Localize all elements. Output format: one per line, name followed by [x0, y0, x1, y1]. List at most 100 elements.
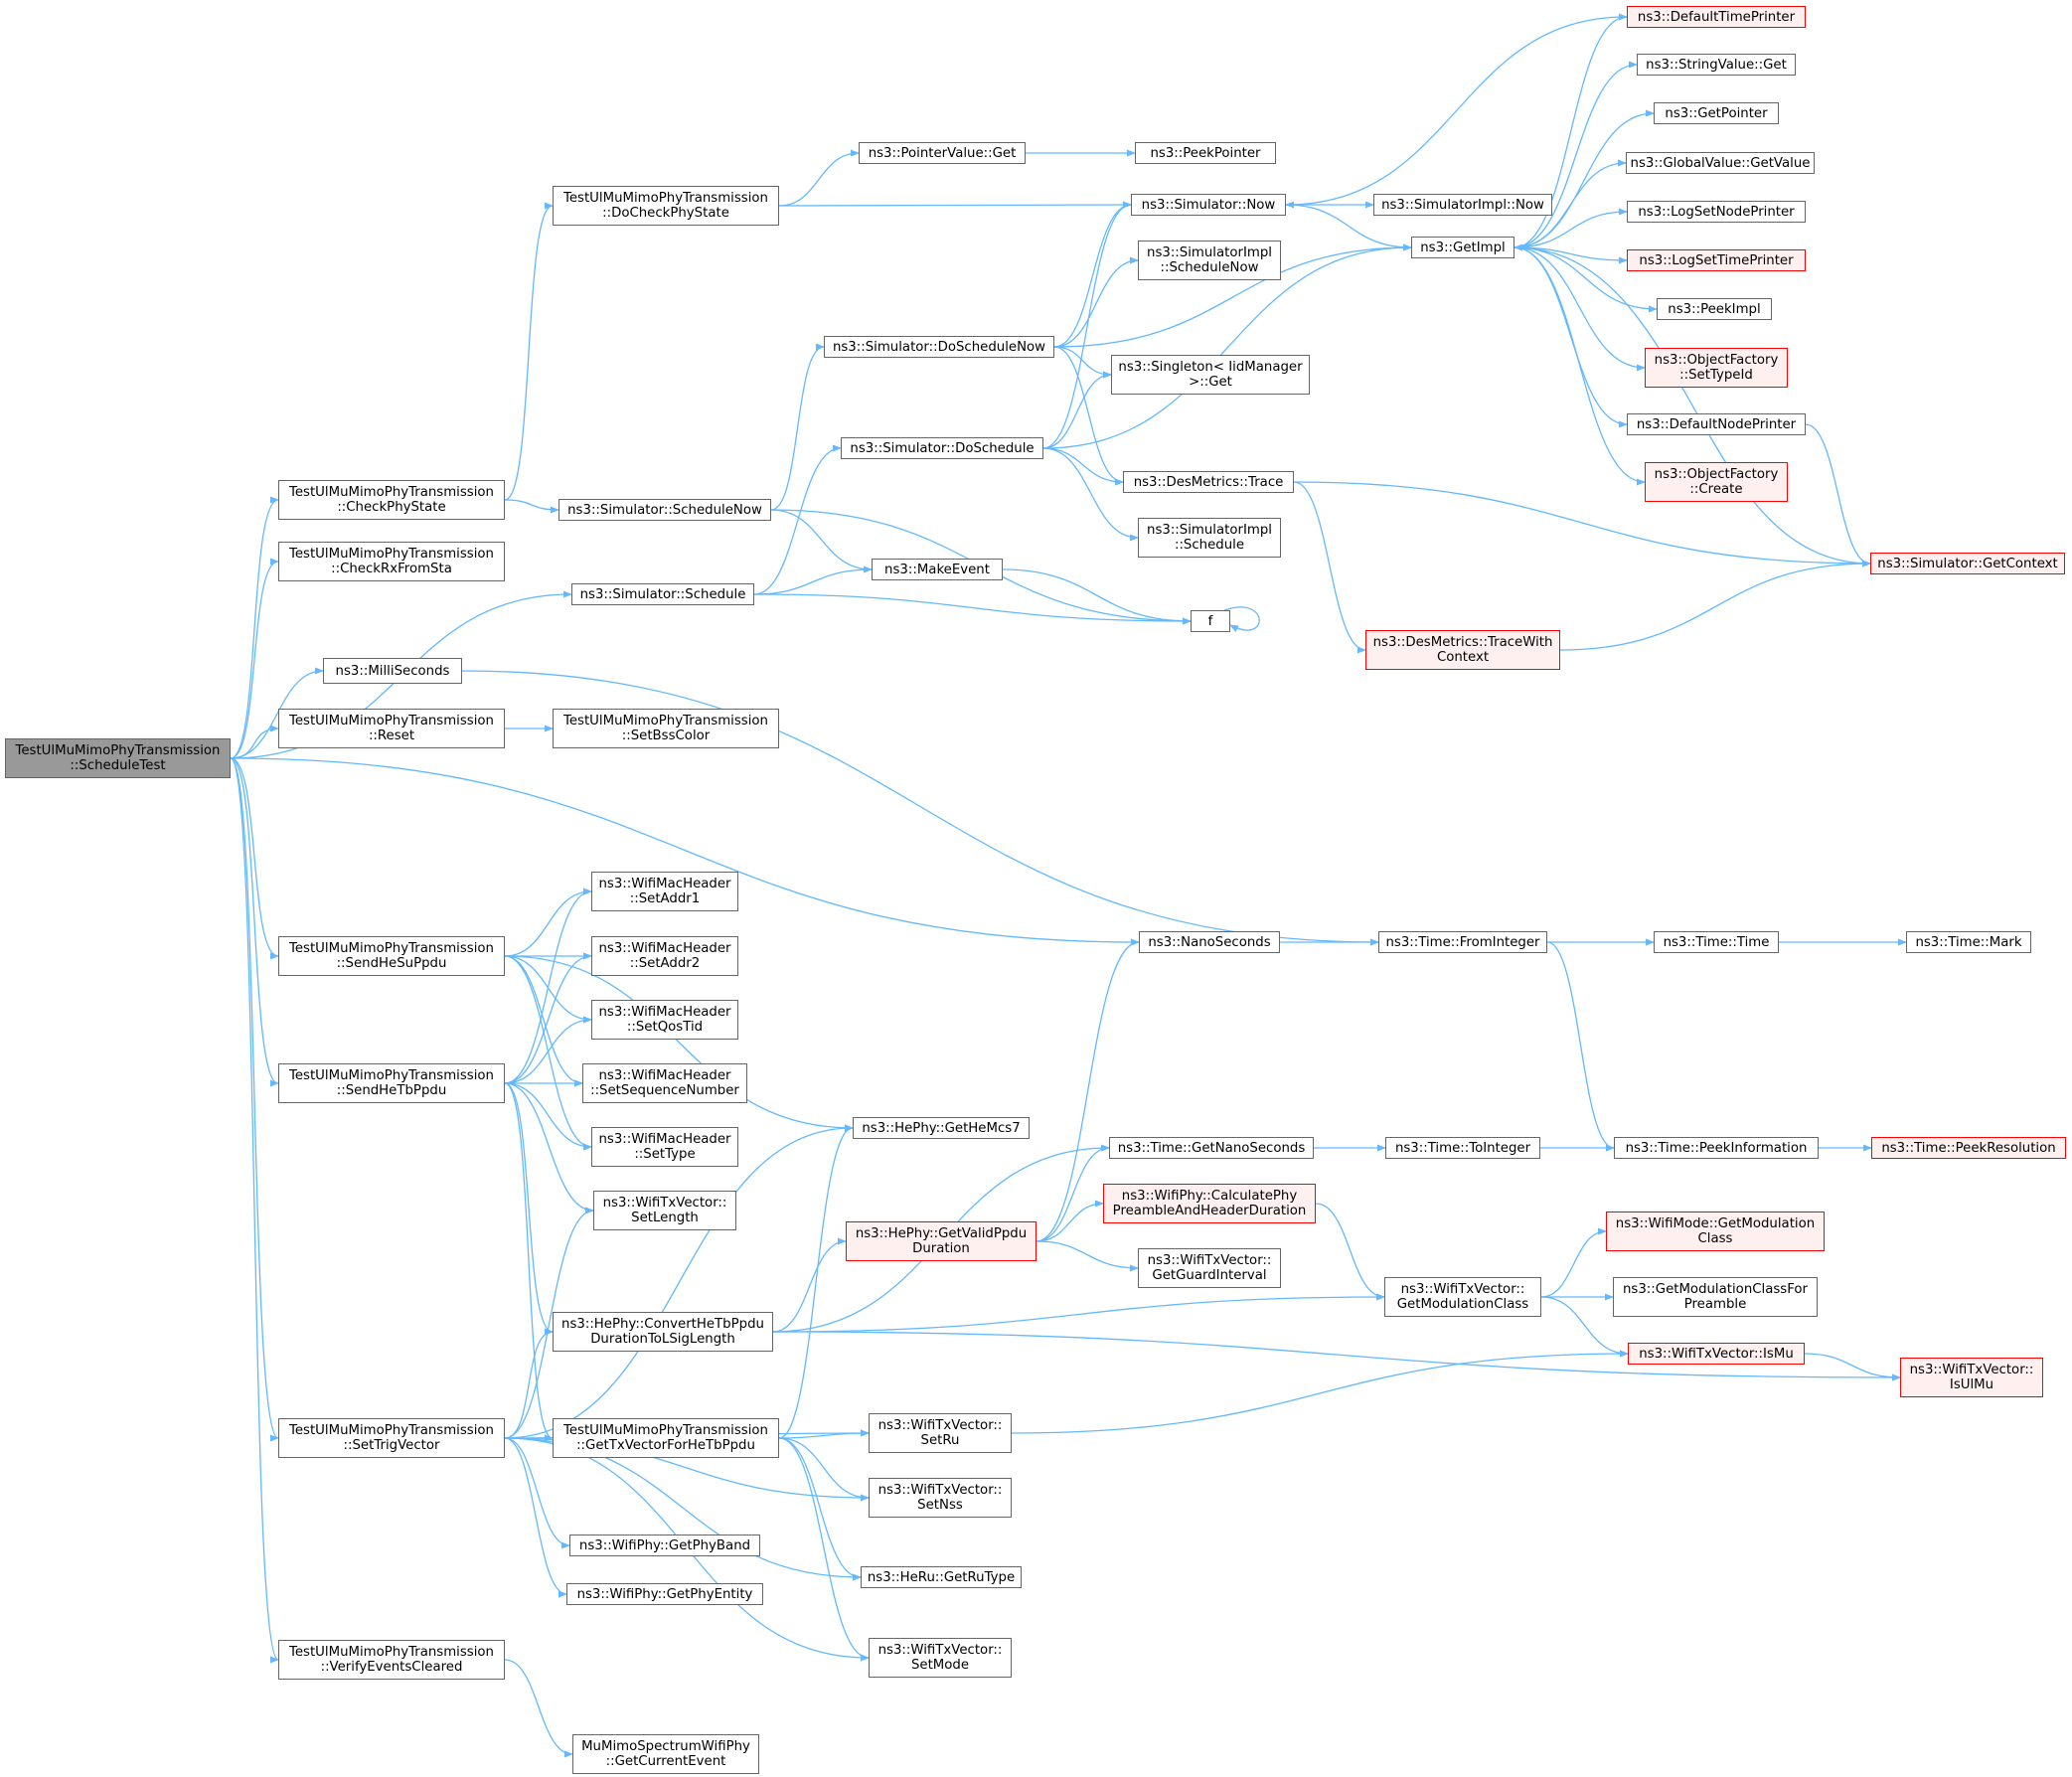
edge-schedule_test-to-set_trig_vector [230, 757, 279, 1442]
node-tx-set-nss[interactable]: ns3::WifiTxVector::SetNss [869, 1478, 1012, 1518]
edge-set_trig_vector-to-he_ru_get_ru_type [504, 1437, 862, 1581]
node-tx-get-guard-interval[interactable]: ns3::WifiTxVector::GetGuardInterval [1138, 1248, 1281, 1288]
node-set-trig-vector[interactable]: TestUlMuMimoPhyTransmission::SetTrigVect… [278, 1418, 505, 1458]
node-milliseconds[interactable]: ns3::MilliSeconds [323, 658, 462, 684]
node-reset[interactable]: TestUlMuMimoPhyTransmission::Reset [278, 709, 505, 748]
node-get-tx-vector-he-tb[interactable]: TestUlMuMimoPhyTransmission::GetTxVector… [553, 1418, 779, 1458]
edge-he_phy_get_valid_ppdu-to-nanoseconds [1036, 938, 1140, 1242]
node-label-line: TestUlMuMimoPhyTransmission [289, 1423, 494, 1438]
node-get-phy-entity[interactable]: ns3::WifiPhy::GetPhyEntity [566, 1583, 763, 1605]
node-check-rx-from-sta[interactable]: TestUlMuMimoPhyTransmission::CheckRxFrom… [278, 542, 505, 581]
node-do-check-phy-state[interactable]: TestUlMuMimoPhyTransmission::DoCheckPhyS… [553, 186, 779, 226]
node-sim-impl-schedule-now[interactable]: ns3::SimulatorImpl::ScheduleNow [1138, 241, 1281, 280]
node-object-factory-set-type-id[interactable]: ns3::ObjectFactory::SetTypeId [1645, 348, 1788, 388]
edge-send_he_su_ppdu-to-set_sequence_number [504, 955, 583, 1087]
node-send-he-su-ppdu[interactable]: TestUlMuMimoPhyTransmission::SendHeSuPpd… [278, 936, 505, 976]
node-label-line: ns3::Simulator::DoSchedule [850, 440, 1035, 456]
node-sim-impl-now[interactable]: ns3::SimulatorImpl::Now [1373, 194, 1552, 216]
edge-get_impl-to-object_factory_set_type_id [1514, 246, 1646, 372]
edge-schedule_test-to-nanoseconds [230, 757, 1140, 946]
node-set-bss-color[interactable]: TestUlMuMimoPhyTransmission::SetBssColor [553, 709, 779, 748]
node-set-addr2[interactable]: ns3::WifiMacHeader::SetAddr2 [591, 936, 738, 976]
node-sim-impl-schedule[interactable]: ns3::SimulatorImpl::Schedule [1138, 518, 1281, 558]
node-label-line: ns3::GetPointer [1665, 105, 1768, 121]
node-label-line: ns3::WifiTxVector:: [1400, 1282, 1525, 1297]
node-tx-get-modulation-class[interactable]: ns3::WifiTxVector::GetModulationClass [1384, 1277, 1541, 1317]
node-default-time-printer[interactable]: ns3::DefaultTimePrinter [1627, 6, 1806, 28]
node-he-ru-get-ru-type[interactable]: ns3::HeRu::GetRuType [861, 1566, 1022, 1588]
node-sim-get-context[interactable]: ns3::Simulator::GetContext [1870, 553, 2065, 574]
node-get-phy-band[interactable]: ns3::WifiPhy::GetPhyBand [569, 1535, 760, 1556]
node-label-line: ::GetCurrentEvent [605, 1754, 726, 1769]
node-singleton-get[interactable]: ns3::Singleton< IidManager>::Get [1111, 355, 1310, 395]
edge-sim_schedule-to-do_schedule [753, 444, 842, 595]
node-label-line: ns3::WifiMode::GetModulation [1615, 1216, 1816, 1231]
node-do-schedule[interactable]: ns3::Simulator::DoSchedule [841, 437, 1043, 459]
node-sim-schedule-now[interactable]: ns3::Simulator::ScheduleNow [558, 499, 771, 521]
edge-do_schedule_now-to-sim_impl_schedule_now [1053, 256, 1139, 348]
node-des-metrics-trace[interactable]: ns3::DesMetrics::Trace [1123, 471, 1294, 493]
node-f[interactable]: f [1191, 610, 1230, 632]
edge-get_impl-to-string_value_get [1514, 61, 1638, 248]
node-nanoseconds[interactable]: ns3::NanoSeconds [1139, 931, 1280, 953]
node-tx-is-mu[interactable]: ns3::WifiTxVector::IsMu [1628, 1343, 1805, 1365]
node-set-qos-tid[interactable]: ns3::WifiMacHeader::SetQosTid [591, 1000, 738, 1040]
node-get-current-event[interactable]: MuMimoSpectrumWifiPhy::GetCurrentEvent [572, 1734, 759, 1774]
node-sim-now[interactable]: ns3::Simulator::Now [1131, 194, 1286, 216]
edge-get_tx_vector_he_tb-to-tx_set_nss [778, 1437, 870, 1502]
node-label-line: ns3::Time::GetNanoSeconds [1117, 1140, 1306, 1156]
node-do-schedule-now[interactable]: ns3::Simulator::DoScheduleNow [824, 336, 1054, 358]
edge-f-to-f [1223, 606, 1260, 632]
node-time-time[interactable]: ns3::Time::Time [1654, 931, 1779, 953]
node-object-factory-create[interactable]: ns3::ObjectFactory::Create [1645, 462, 1788, 502]
node-time-from-integer[interactable]: ns3::Time::FromInteger [1378, 931, 1547, 953]
node-time-get-nanoseconds[interactable]: ns3::Time::GetNanoSeconds [1109, 1137, 1314, 1159]
edge-sim_schedule-to-make_event [753, 565, 873, 595]
node-check-phy-state[interactable]: TestUlMuMimoPhyTransmission::CheckPhySta… [278, 480, 505, 520]
node-time-to-integer[interactable]: ns3::Time::ToInteger [1385, 1137, 1540, 1159]
node-verify-events-cleared[interactable]: TestUlMuMimoPhyTransmission::VerifyEvent… [278, 1640, 505, 1680]
node-peek-impl[interactable]: ns3::PeekImpl [1657, 298, 1772, 320]
node-sim-schedule[interactable]: ns3::Simulator::Schedule [571, 583, 754, 605]
node-string-value-get[interactable]: ns3::StringValue::Get [1637, 54, 1796, 76]
node-get-impl[interactable]: ns3::GetImpl [1411, 237, 1514, 258]
node-log-set-time-printer[interactable]: ns3::LogSetTimePrinter [1627, 249, 1806, 271]
node-time-peek-information[interactable]: ns3::Time::PeekInformation [1614, 1137, 1819, 1159]
node-label-line: Duration [912, 1241, 970, 1256]
node-label-line: ns3::ObjectFactory [1654, 467, 1779, 482]
node-label-line: TestUlMuMimoPhyTransmission [289, 485, 494, 500]
node-peek-pointer[interactable]: ns3::PeekPointer [1135, 142, 1276, 164]
node-pointer-value-get[interactable]: ns3::PointerValue::Get [859, 142, 1026, 164]
node-tx-set-mode[interactable]: ns3::WifiTxVector::SetMode [869, 1638, 1012, 1678]
node-label-line: Preamble [1683, 1297, 1747, 1312]
node-send-he-tb-ppdu[interactable]: TestUlMuMimoPhyTransmission::SendHeTbPpd… [278, 1063, 505, 1103]
node-he-phy-get-he-mcs7[interactable]: ns3::HePhy::GetHeMcs7 [853, 1117, 1030, 1139]
node-tx-set-ru[interactable]: ns3::WifiTxVector::SetRu [869, 1413, 1012, 1453]
node-global-value-get-value[interactable]: ns3::GlobalValue::GetValue [1626, 152, 1815, 174]
node-label-line: ns3::Time::PeekInformation [1625, 1140, 1808, 1156]
node-label-line: ns3::GlobalValue::GetValue [1630, 155, 1811, 171]
node-default-node-printer[interactable]: ns3::DefaultNodePrinter [1627, 413, 1806, 435]
node-set-type[interactable]: ns3::WifiMacHeader::SetType [591, 1127, 738, 1167]
edge-convert_he_tb-to-tx_get_modulation_class [772, 1293, 1385, 1333]
node-get-pointer[interactable]: ns3::GetPointer [1654, 102, 1779, 124]
node-time-peek-resolution[interactable]: ns3::Time::PeekResolution [1871, 1137, 2066, 1159]
node-make-event[interactable]: ns3::MakeEvent [872, 559, 1003, 580]
node-label-line: ns3::MilliSeconds [335, 663, 450, 679]
node-label-line: ns3::Time::ToInteger [1394, 1140, 1531, 1156]
edge-check_phy_state-to-sim_schedule_now [504, 499, 559, 514]
node-set-length[interactable]: ns3::WifiTxVector::SetLength [593, 1191, 736, 1230]
node-set-addr1[interactable]: ns3::WifiMacHeader::SetAddr1 [591, 872, 738, 911]
node-time-mark[interactable]: ns3::Time::Mark [1906, 931, 2031, 953]
node-label-line: ns3::PeekPointer [1150, 145, 1261, 161]
node-log-set-node-printer[interactable]: ns3::LogSetNodePrinter [1627, 201, 1806, 223]
node-set-sequence-number[interactable]: ns3::WifiMacHeader::SetSequenceNumber [582, 1063, 747, 1103]
node-tx-is-ul-mu[interactable]: ns3::WifiTxVector::IsUlMu [1900, 1358, 2043, 1397]
edge-get_tx_vector_he_tb-to-tx_set_ru [778, 1429, 870, 1439]
